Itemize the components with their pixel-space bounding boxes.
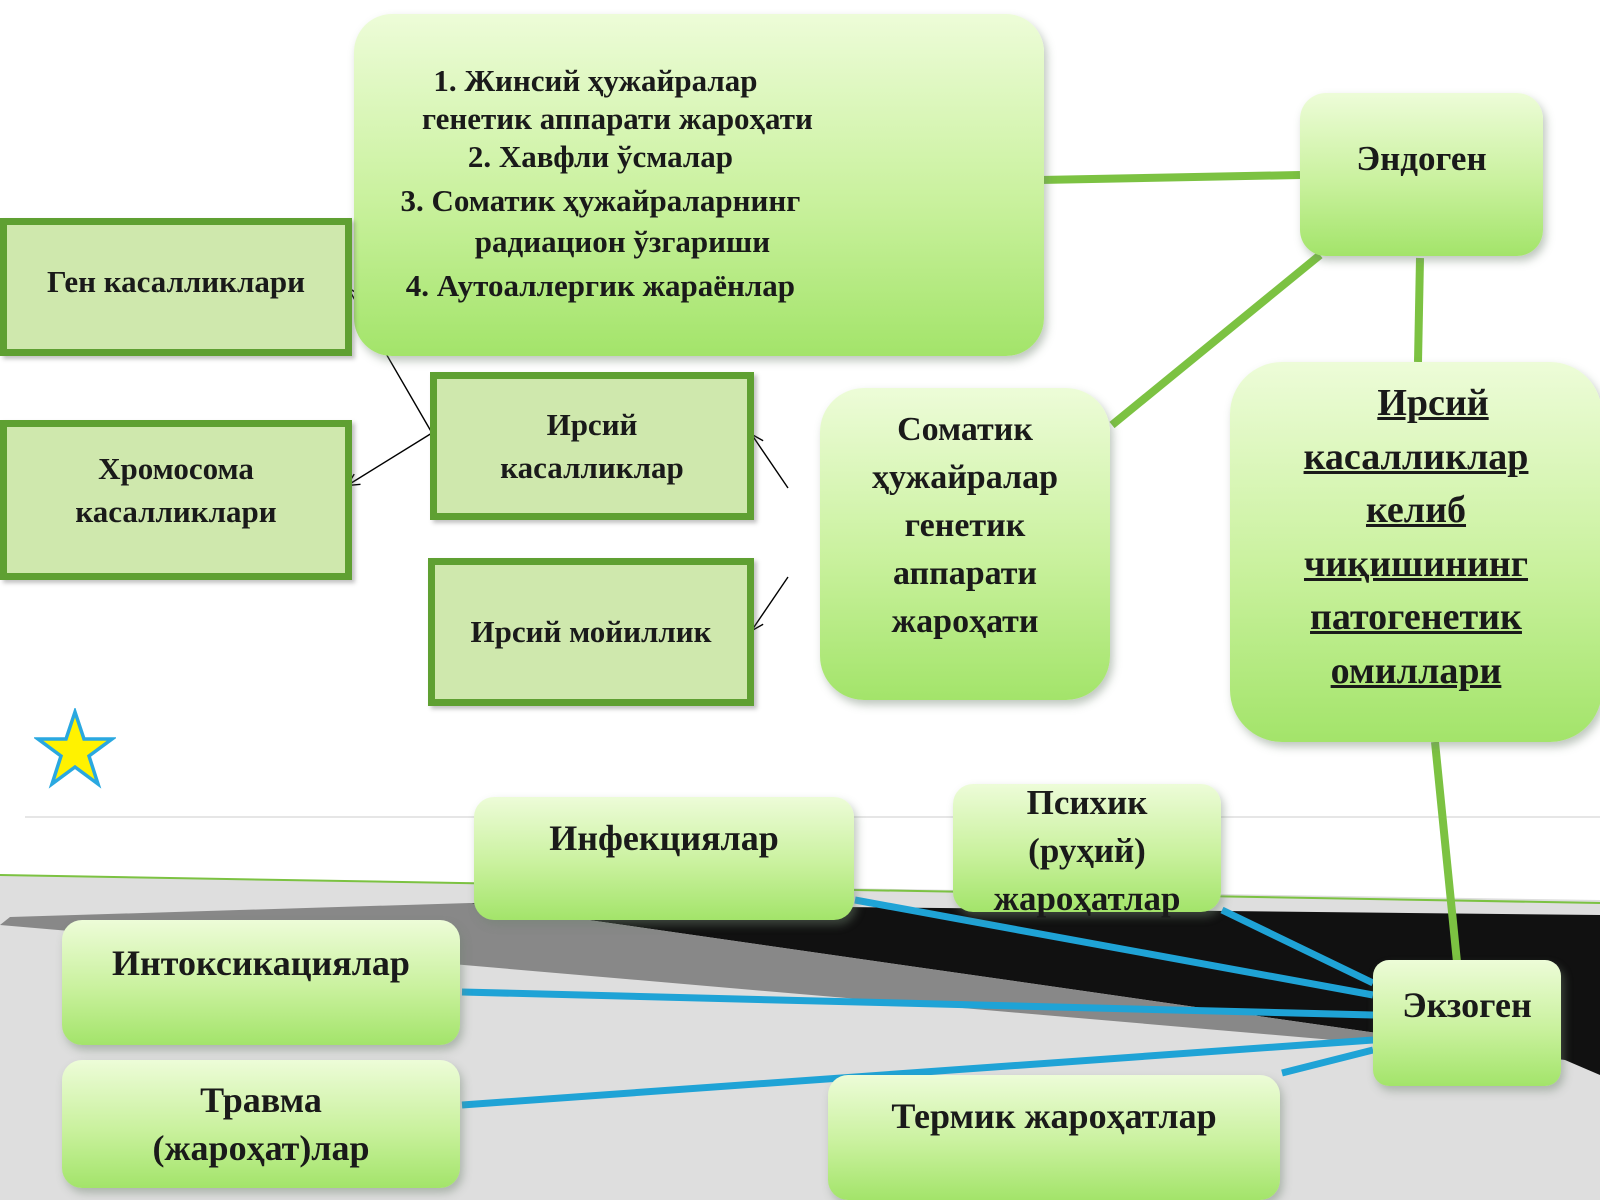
line-trauma-exogen	[461, 1036, 1374, 1109]
somatic-box: Соматик ҳужайралар генетик аппарати жаро…	[820, 388, 1110, 700]
psychic-label-3: жароҳатлар	[993, 879, 1181, 918]
hereditary-predisposition-box: Ирсий мойиллик	[428, 558, 754, 706]
intoxications-box: Интоксикациялар	[62, 920, 460, 1045]
list-item: генетик аппарати жароҳати	[422, 101, 813, 136]
list-item: 3. Соматик ҳужайраларнинг	[400, 183, 801, 218]
title-line-3: келиб	[1365, 489, 1467, 531]
list-item: 1. Жинсий ҳужайралар	[433, 63, 758, 98]
hereditary-diseases-box: Ирсий касалликлар	[430, 372, 754, 520]
somatic-label-5: жароҳати	[891, 603, 1039, 640]
title-line-1: Ирсий	[1377, 382, 1489, 424]
line-endogen-somatic	[1109, 251, 1323, 429]
arrow-to-predisposition	[752, 576, 789, 630]
hereditary-diseases-label-1: Ирсий	[546, 407, 638, 442]
arrow-to-hereditary-diseases	[752, 435, 789, 489]
trauma-box: Травма (жароҳат)лар	[62, 1060, 460, 1188]
chromosome-diseases-box: Хромосома касалликлари	[0, 420, 352, 580]
line-title-exogen	[1431, 741, 1461, 963]
line-endogen-title	[1414, 257, 1424, 363]
gene-diseases-label: Ген касалликлари	[46, 264, 306, 299]
thermal-label: Термик жароҳатлар	[891, 1096, 1217, 1136]
causes-list: 1. Жинсий ҳужайралар генетик аппарати жа…	[378, 60, 813, 307]
psychic-label-2: (руҳий)	[1028, 831, 1146, 870]
line-psychic-exogen	[1220, 906, 1375, 987]
hereditary-predisposition-label: Ирсий мойиллик	[470, 614, 712, 649]
infections-box: Инфекциялар	[474, 797, 854, 920]
gene-diseases-box: Ген касалликлари	[0, 218, 352, 356]
list-item: 4. Аутоаллергик жараёнлар	[405, 268, 796, 303]
line-infections-exogen	[854, 896, 1374, 999]
trauma-label-1: Травма	[200, 1080, 322, 1120]
intoxications-label: Интоксикациялар	[112, 943, 410, 983]
list-item: 2. Хавфли ўсмалар	[467, 139, 734, 174]
title-line-6: омиллари	[1330, 649, 1502, 692]
infections-label: Инфекциялар	[549, 818, 779, 858]
endogen-label: Эндоген	[1356, 138, 1487, 178]
title-box: Ирсий касалликлар келиб чиқишининг патог…	[1230, 362, 1600, 742]
title-line-2: касалликлар	[1303, 435, 1529, 478]
arrow-to-chromosome-diseases	[348, 432, 433, 485]
thermal-box: Термик жароҳатлар	[828, 1075, 1280, 1200]
somatic-label-3: генетик	[904, 507, 1026, 544]
star-icon	[34, 708, 116, 789]
hereditary-diseases-label-2: касалликлар	[500, 450, 684, 485]
line-intoxications-exogen	[461, 988, 1374, 1019]
somatic-label-4: аппарати	[892, 555, 1038, 592]
trauma-label-2: (жароҳат)лар	[152, 1128, 370, 1168]
causes-list-box: 1. Жинсий ҳужайралар генетик аппарати жа…	[354, 14, 1044, 356]
endogen-box: Эндоген	[1300, 93, 1543, 256]
psychic-label-1: Психик	[1026, 783, 1148, 822]
exogen-box: Экзоген	[1373, 960, 1561, 1086]
somatic-label-1: Соматик	[897, 411, 1033, 448]
line-main-endogen	[1039, 171, 1301, 184]
list-item: радиацион ўзгариши	[474, 224, 771, 259]
title-line-4: чиқишининг	[1303, 542, 1529, 585]
psychic-box: Психик (руҳий) жароҳатлар	[953, 783, 1221, 918]
somatic-label-2: ҳужайралар	[872, 459, 1058, 496]
title-line-5: патогенетик	[1310, 596, 1522, 638]
exogen-label: Экзоген	[1402, 985, 1532, 1025]
line-thermal-exogen	[1281, 1046, 1374, 1077]
chromosome-diseases-label-2: касалликлари	[75, 494, 277, 529]
chromosome-diseases-label-1: Хромосома	[98, 451, 254, 486]
